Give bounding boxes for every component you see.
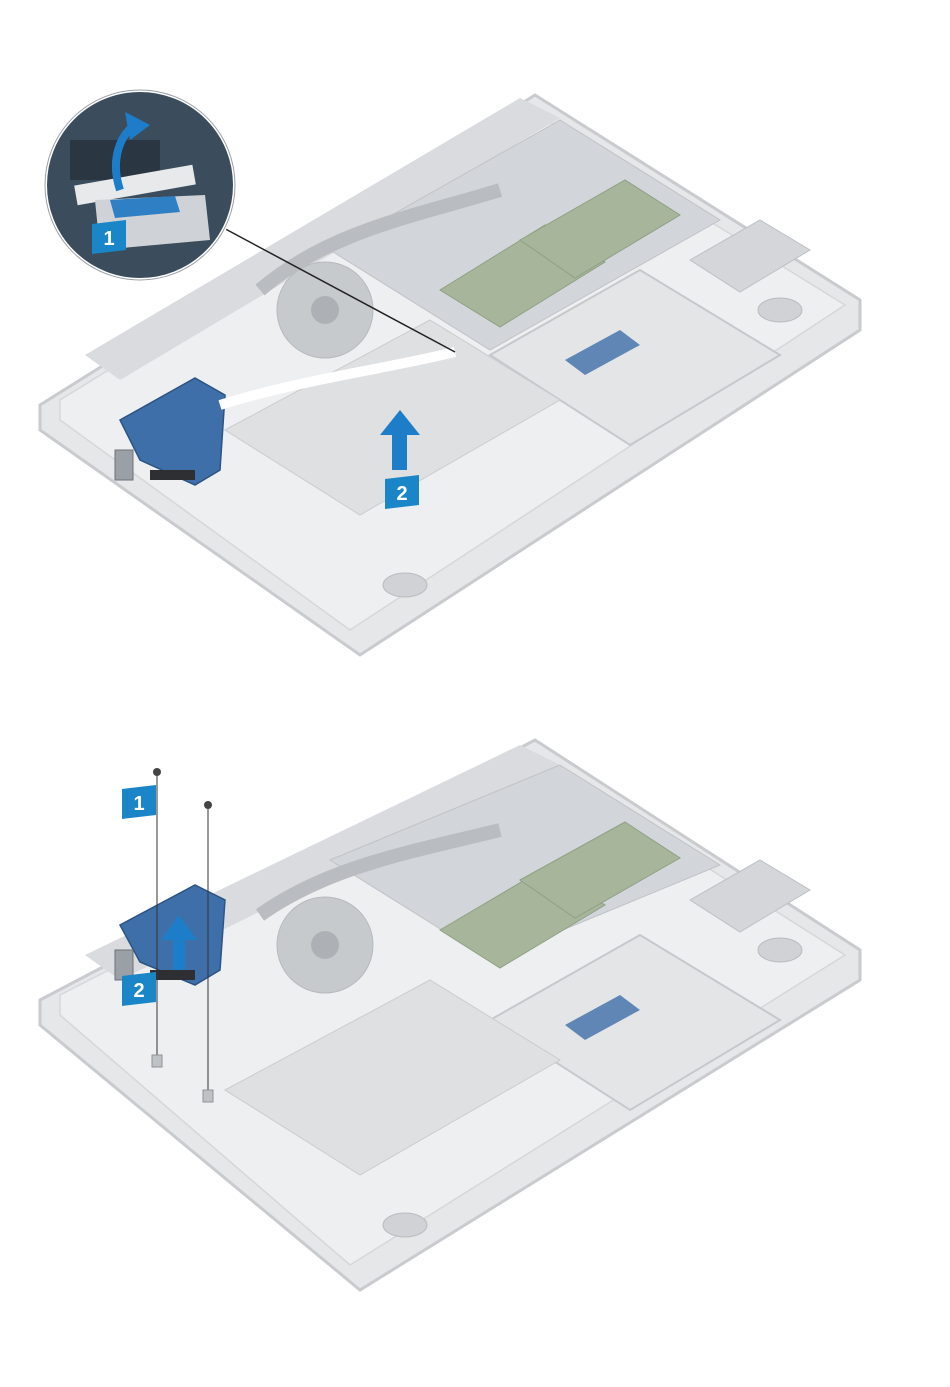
fan-hub — [311, 931, 339, 959]
zoom-callout — [45, 90, 235, 280]
usb-port — [115, 450, 133, 480]
diagram-step-disconnect-cable: 1 2 — [0, 0, 950, 690]
screw-post — [203, 1090, 213, 1102]
card-reader-slot — [150, 470, 195, 480]
step-label-1: 1 — [103, 228, 114, 250]
laptop-illustration-top — [0, 0, 950, 690]
step-badge-2: 2 — [385, 475, 419, 509]
step-badge-2: 2 — [122, 972, 156, 1006]
screw-icon — [153, 768, 161, 776]
screw-icon — [204, 801, 212, 809]
speaker-left — [383, 573, 427, 597]
step-badge-1: 1 — [92, 220, 126, 254]
step-label-1: 1 — [133, 793, 144, 815]
diagram-step-remove-board: 1 2 — [0, 700, 950, 1387]
speaker-right — [758, 938, 802, 962]
step-badge-1: 1 — [122, 785, 156, 819]
step-label-2: 2 — [133, 980, 144, 1002]
screw-post — [152, 1055, 162, 1067]
fan-hub — [311, 296, 339, 324]
speaker-left — [383, 1213, 427, 1237]
step-label-2: 2 — [396, 483, 407, 505]
speaker-right — [758, 298, 802, 322]
